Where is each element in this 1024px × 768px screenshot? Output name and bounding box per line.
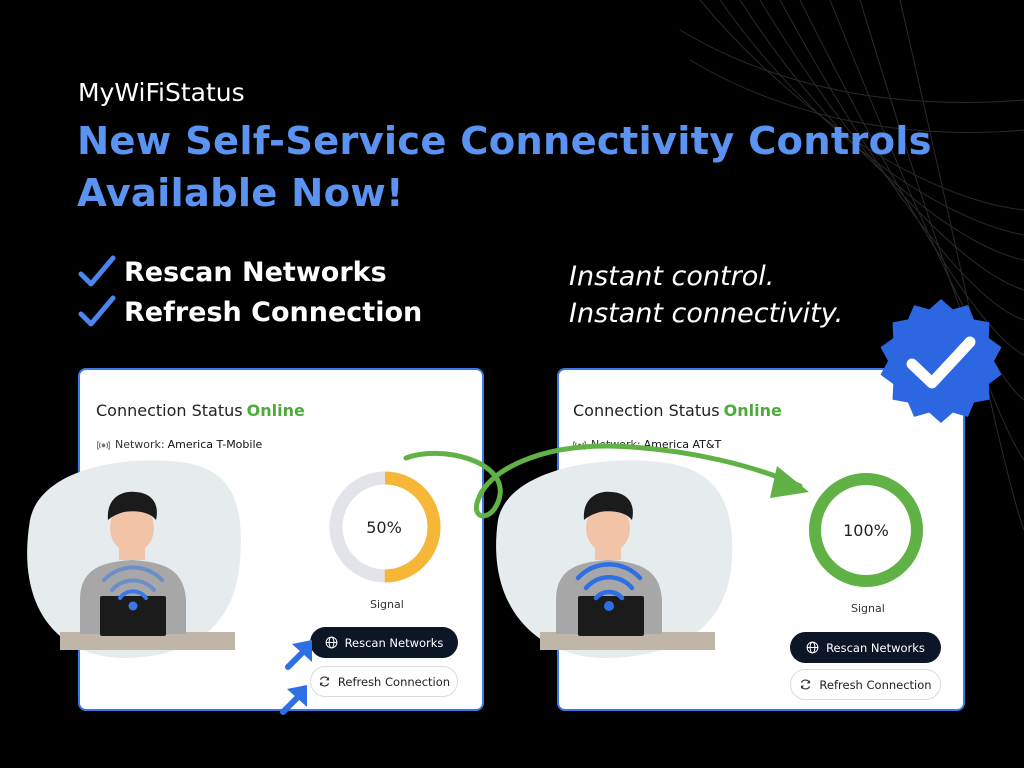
checkmark-icon	[78, 295, 116, 327]
checkmark-icon	[78, 255, 116, 287]
tagline-line: Instant control.	[569, 261, 775, 292]
wifi-signal-icon	[573, 440, 586, 450]
status-badge: Online	[246, 401, 305, 420]
tagline-line: Instant connectivity.	[569, 298, 844, 329]
network-label: Network:	[115, 438, 165, 451]
verified-badge-icon	[880, 299, 1002, 423]
globe-icon	[806, 641, 819, 654]
refresh-connection-button[interactable]: Refresh Connection	[310, 666, 458, 697]
globe-icon	[325, 636, 337, 649]
network-info: Network: America AT&T	[573, 438, 721, 451]
signal-label: Signal	[851, 602, 885, 615]
status-badge: Online	[723, 401, 782, 420]
signal-label: Signal	[370, 598, 404, 611]
refresh-label: Refresh Connection	[337, 674, 451, 689]
signal-ring	[809, 473, 923, 587]
network-name: America AT&T	[643, 438, 722, 451]
refresh-icon	[319, 676, 330, 687]
status-label: Connection Status	[573, 401, 720, 420]
refresh-label: Refresh Connection	[819, 677, 932, 692]
signal-percent: 50%	[366, 518, 402, 537]
status-label: Connection Status	[96, 401, 243, 420]
signal-ring-fill	[329, 471, 441, 583]
tagline: Instant control. Instant connectivity.	[569, 258, 843, 332]
feature-label: Rescan Networks	[124, 256, 387, 288]
refresh-icon	[801, 679, 811, 690]
rescan-networks-button[interactable]: Rescan Networks	[310, 627, 458, 658]
brand-name: MyWiFiStatus	[78, 78, 245, 107]
feature-list: Rescan Networks Refresh Connection	[78, 252, 422, 332]
feature-label: Refresh Connection	[124, 296, 423, 328]
wifi-signal-icon	[97, 440, 110, 450]
signal-percent: 100%	[843, 521, 889, 540]
headline: New Self-Service Connectivity Controls A…	[77, 119, 932, 216]
rescan-label: Rescan Networks	[826, 640, 925, 655]
network-name: America T-Mobile	[167, 438, 263, 451]
rescan-label: Rescan Networks	[344, 635, 444, 650]
signal-ring	[329, 471, 441, 583]
network-info: Network: America T-Mobile	[97, 438, 262, 451]
refresh-connection-button[interactable]: Refresh Connection	[790, 669, 941, 700]
network-label: Network:	[591, 438, 641, 451]
feature-item: Refresh Connection	[78, 292, 422, 332]
rescan-networks-button[interactable]: Rescan Networks	[790, 632, 941, 663]
feature-item: Rescan Networks	[78, 252, 422, 292]
signal-ring-fill	[809, 473, 923, 587]
